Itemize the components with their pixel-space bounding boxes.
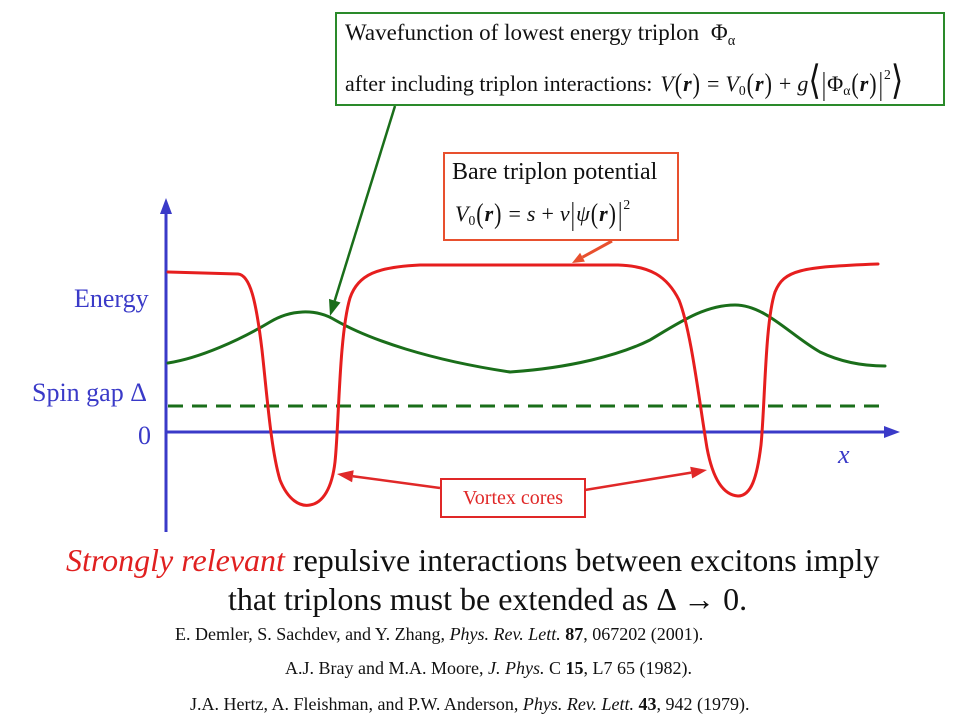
interacting-potential-formula: V ( r ) = V 0 ( r ) + g ⟨ | Φ α ( r ) | … <box>660 60 903 102</box>
y-axis-arrowhead <box>160 198 172 214</box>
reference-authors: J.A. Hertz, A. Fleishman, and P.W. Ander… <box>190 694 519 714</box>
statement-delta: Δ <box>656 581 676 617</box>
formula-v0: V <box>725 71 739 96</box>
formula-equals: = <box>508 201 521 226</box>
formula-abs-bar-left: | <box>570 195 576 232</box>
wavefunction-pointer-arrowhead <box>329 298 341 316</box>
formula-paren-close: ) <box>494 197 502 230</box>
formula-superscript-2: 2 <box>884 67 891 83</box>
reference-journal: Phys. Rev. Lett. <box>449 624 561 644</box>
interacting-wavefunction-box: Wavefunction of lowest energy triplon Φα… <box>335 12 945 106</box>
formula-left-angle: ⟨ <box>808 56 821 104</box>
green-box-line-1: Wavefunction of lowest energy triplon Φα <box>345 19 735 50</box>
bare-potential-formula-line: V 0 ( r ) = s + v | ψ ( r ) | 2 <box>455 195 630 232</box>
formula-plus: + <box>778 71 792 96</box>
statement-arrow: → <box>683 581 716 617</box>
reference-2: A.J. Bray and M.A. Moore, J. Phys. C 15,… <box>285 657 692 679</box>
formula-paren-close: ) <box>869 67 877 100</box>
green-box-line2-text: after including triplon interactions: <box>345 71 653 96</box>
formula-abs-bar-left: | <box>821 65 827 102</box>
energy-axis-label: Energy <box>74 284 149 313</box>
formula-paren-close: ) <box>608 197 616 230</box>
formula-subscript-0: 0 <box>738 83 746 99</box>
formula-r: r <box>683 71 692 96</box>
reference-journal: J. Phys. <box>487 658 545 678</box>
statement-emphasis: Strongly relevant <box>66 542 285 578</box>
formula-paren-open: ( <box>746 67 754 100</box>
formula-g: g <box>797 71 809 96</box>
formula-paren-open: ( <box>674 67 683 100</box>
bare-potential-box: Bare triplon potential V 0 ( r ) = s + v… <box>443 152 679 241</box>
formula-r: r <box>755 71 764 96</box>
reference-authors: E. Demler, S. Sachdev, and Y. Zhang, <box>175 624 446 644</box>
statement-line-1: Strongly relevant repulsive interactions… <box>66 541 879 579</box>
reference-volume: 87 <box>565 624 584 644</box>
x-axis-arrowhead <box>884 426 900 438</box>
wavefunction-curve <box>166 303 887 374</box>
vortex-cores-label-box: Vortex cores <box>440 478 586 518</box>
vortex-arrow-left-head <box>337 470 354 483</box>
vortex-arrow-left-line <box>352 474 441 490</box>
green-box-caption: Wavefunction of lowest energy triplon <box>345 20 700 45</box>
x-axis-label: x <box>838 440 850 469</box>
alpha-subscript: α <box>727 32 736 49</box>
formula-paren-open: ( <box>476 197 484 230</box>
formula-plus: + <box>541 201 554 226</box>
reference-volume: 15 <box>565 658 584 678</box>
green-box-line-2: after including triplon interactions: V … <box>345 60 903 102</box>
reference-details: , 067202 (2001). <box>583 624 704 644</box>
formula-r: r <box>599 201 608 226</box>
wavefunction-pointer-arrow-line <box>333 105 397 302</box>
statement-limit: 0. <box>723 581 748 617</box>
formula-phi: Φ <box>827 71 844 96</box>
formula-superscript-2: 2 <box>623 197 631 213</box>
bare-potential-curve <box>166 262 880 507</box>
formula-equals: = <box>706 71 720 96</box>
formula-subscript-0: 0 <box>468 213 476 229</box>
statement-line2-text: that triplons must be extended as <box>228 581 649 617</box>
formula-r: r <box>859 71 869 96</box>
reference-authors: A.J. Bray and M.A. Moore, <box>285 658 484 678</box>
phi-letter: Φ <box>710 20 728 45</box>
formula-paren-open: ( <box>590 197 599 230</box>
formula-s: s <box>526 201 536 226</box>
formula-psi: ψ <box>576 201 590 226</box>
statement-line-2: that triplons must be extended as Δ → 0. <box>228 580 747 618</box>
reference-3: J.A. Hertz, A. Fleishman, and P.W. Ander… <box>190 693 749 715</box>
formula-paren-close: ) <box>692 67 700 100</box>
vortex-arrow-right-head <box>690 466 707 479</box>
formula-abs-bar-right: | <box>617 195 623 232</box>
formula-abs-bar-right: | <box>878 65 884 102</box>
formula-paren-close: ) <box>764 67 772 100</box>
potential-pointer-arrow-line <box>581 239 613 259</box>
formula-paren-open: ( <box>851 67 859 100</box>
bare-potential-formula: V 0 ( r ) = s + v | ψ ( r ) | 2 <box>455 195 630 232</box>
reference-details: , L7 65 (1982). <box>583 658 692 678</box>
vortex-cores-label: Vortex cores <box>462 487 564 509</box>
formula-v-coupling: v <box>559 201 570 226</box>
formula-right-angle: ⟩ <box>890 56 904 104</box>
reference-1: E. Demler, S. Sachdev, and Y. Zhang, Phy… <box>175 623 703 645</box>
reference-volume: 43 <box>638 694 657 714</box>
reference-series: C <box>548 658 561 678</box>
reference-details: , 942 (1979). <box>656 694 750 714</box>
reference-journal: Phys. Rev. Lett. <box>522 694 634 714</box>
triplon-wavefunction-symbol: Φα <box>710 20 735 49</box>
formula-r: r <box>484 201 494 226</box>
formula-subscript-alpha: α <box>843 83 851 99</box>
spin-gap-label: Spin gap Δ <box>32 378 147 407</box>
bare-potential-title: Bare triplon potential <box>452 159 658 185</box>
potential-pointer-arrowhead <box>572 252 585 263</box>
statement-line1-rest: repulsive interactions between excitons … <box>292 542 880 578</box>
zero-energy-label: 0 <box>138 421 151 450</box>
formula-v: V <box>660 71 674 96</box>
formula-v0: V <box>455 201 469 226</box>
vortex-arrow-right-line <box>584 471 692 492</box>
